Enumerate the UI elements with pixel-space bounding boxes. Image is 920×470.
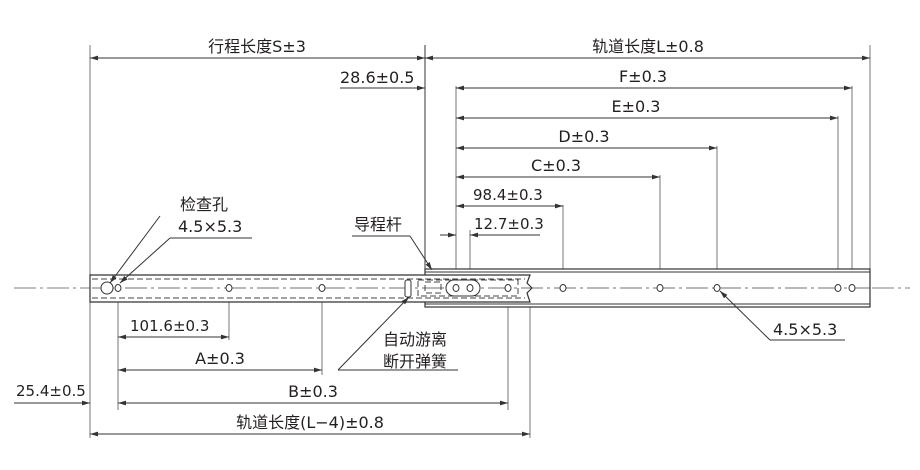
dim-inner-rail-length: 轨道长度(L−4)±0.8 <box>90 413 530 437</box>
dim-stroke-length: 行程长度S±3 <box>90 37 425 61</box>
dim-C: C±0.3 <box>456 156 660 180</box>
lead-rod-label: 导程杆 <box>354 215 402 234</box>
dim-12-7: 12.7±0.3 <box>440 215 544 238</box>
rail-length-label: 轨道长度L±0.8 <box>592 37 704 56</box>
C-label: C±0.3 <box>531 156 581 175</box>
inner-rail-length-label: 轨道长度(L−4)±0.8 <box>236 413 384 432</box>
inspection-hole-size: 4.5×5.3 <box>178 217 242 236</box>
spring-label-line2: 断开弹簧 <box>383 352 447 371</box>
offset-28-6-label: 28.6±0.5 <box>340 68 414 87</box>
stroke-length-label: 行程长度S±3 <box>208 37 306 56</box>
holes <box>100 281 856 295</box>
A-label: A±0.3 <box>195 349 245 368</box>
dim-98-4: 98.4±0.3 <box>456 186 563 209</box>
callout-inspection-hole: 检查孔 4.5×5.3 <box>109 195 252 284</box>
offset-25-4-label: 25.4±0.5 <box>16 382 86 400</box>
callout-lead-rod: 导程杆 <box>352 215 433 271</box>
dim-28-6: 28.6±0.5 <box>340 68 425 91</box>
extension-lines <box>14 45 910 438</box>
dim-B: B±0.3 <box>118 382 508 406</box>
dim-E: E±0.3 <box>456 97 838 121</box>
callout-release-spring: 自动游离 断开弹簧 <box>337 296 458 371</box>
dim-A: A±0.3 <box>118 349 322 373</box>
inner-rail <box>89 274 870 303</box>
dim-D: D±0.3 <box>456 127 717 151</box>
D-label: D±0.3 <box>558 127 609 146</box>
dim-F: F±0.3 <box>456 67 852 91</box>
d98-4-label: 98.4±0.3 <box>473 186 543 204</box>
E-label: E±0.3 <box>612 97 661 116</box>
d101-6-label: 101.6±0.3 <box>130 317 209 335</box>
dim-rail-length: 轨道长度L±0.8 <box>425 37 870 61</box>
inspection-hole-title: 检查孔 <box>180 195 228 214</box>
F-label: F±0.3 <box>619 67 667 86</box>
B-label: B±0.3 <box>288 382 338 401</box>
dim-25-4: 25.4±0.5 <box>14 382 90 406</box>
spring-label-line1: 自动游离 <box>383 330 447 349</box>
outer-hole-size: 4.5×5.3 <box>773 320 837 339</box>
dim-101-6: 101.6±0.3 <box>118 317 229 340</box>
callout-outer-hole: 4.5×5.3 <box>719 290 845 341</box>
ball-cage <box>404 279 519 298</box>
d12-7-label: 12.7±0.3 <box>474 215 544 233</box>
